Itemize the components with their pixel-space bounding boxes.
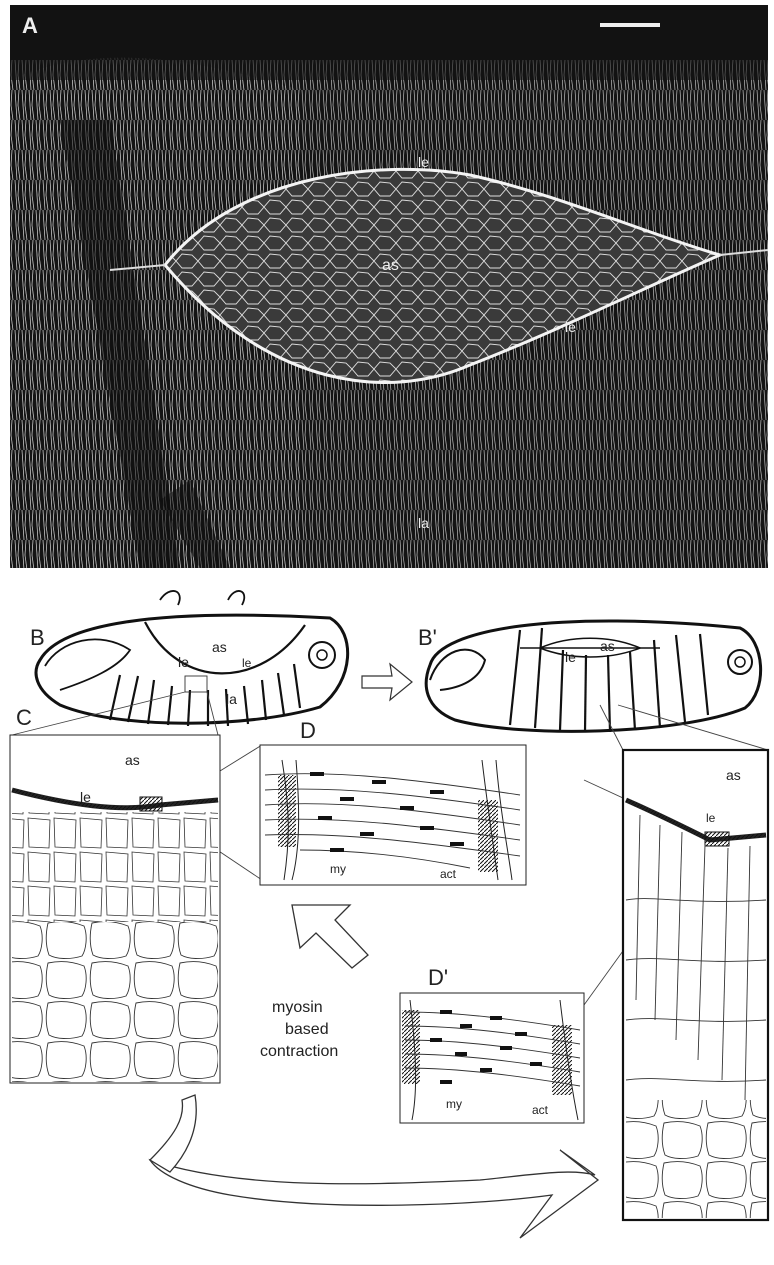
zoom-box-c (140, 797, 162, 811)
caption-line-1: myosin (272, 999, 323, 1016)
label-d-act: act (440, 867, 457, 881)
panel-c-letter: C (16, 705, 32, 730)
curved-arrow (150, 1150, 598, 1238)
panel-d-letter: D (300, 718, 316, 743)
label-as: as (382, 257, 399, 274)
contraction-arrow (292, 905, 368, 968)
panel-d: D my act (260, 718, 526, 885)
adherens-junction-left (278, 775, 296, 847)
lateral-epidermal-cells (12, 922, 218, 1082)
panel-b: B le as le la (30, 591, 348, 726)
label-b-le-left: le (178, 654, 189, 670)
caption: myosin based contraction (260, 999, 338, 1060)
label-dp-my: my (446, 1097, 462, 1111)
adherens-junction-left-prime (402, 1010, 420, 1084)
label-b-la: la (226, 691, 237, 707)
arrow-curl-right (228, 591, 244, 605)
caption-line-3: contraction (260, 1043, 338, 1060)
panel-a-letter: A (22, 13, 38, 38)
caption-line-2: based (285, 1021, 329, 1038)
label-dp-act: act (532, 1103, 549, 1117)
process-arrow (362, 664, 412, 700)
label-cp-as: as (726, 767, 741, 783)
panel-b-prime: B' le as (418, 621, 761, 732)
label-c-le: le (80, 789, 91, 805)
label-c-as: as (125, 752, 140, 768)
label-d-my: my (330, 862, 346, 876)
zoom-box-c-prime (705, 832, 729, 846)
arrow-curl-left (160, 591, 180, 605)
label-le-top: le (418, 154, 429, 170)
label-b-as: as (212, 639, 227, 655)
panel-d-prime: D' my act (400, 965, 584, 1123)
label-la: la (418, 515, 429, 531)
panel-c-prime: C' as le (623, 750, 768, 1220)
label-b-le-right: le (242, 656, 252, 670)
panel-b-letter: B (30, 625, 45, 650)
panel-b-prime-letter: B' (418, 625, 437, 650)
panel-a: A le as le la (10, 5, 768, 568)
scale-bar (600, 23, 660, 27)
lower-cells-prime (626, 1100, 766, 1218)
label-bp-as: as (600, 638, 615, 654)
label-cp-le: le (706, 811, 716, 825)
row-of-elongated-cells (12, 812, 218, 922)
panel-d-prime-letter: D' (428, 965, 448, 990)
label-bp-le: le (565, 649, 576, 665)
panel-c: C as le (10, 705, 220, 1083)
label-le-right: le (565, 319, 576, 335)
